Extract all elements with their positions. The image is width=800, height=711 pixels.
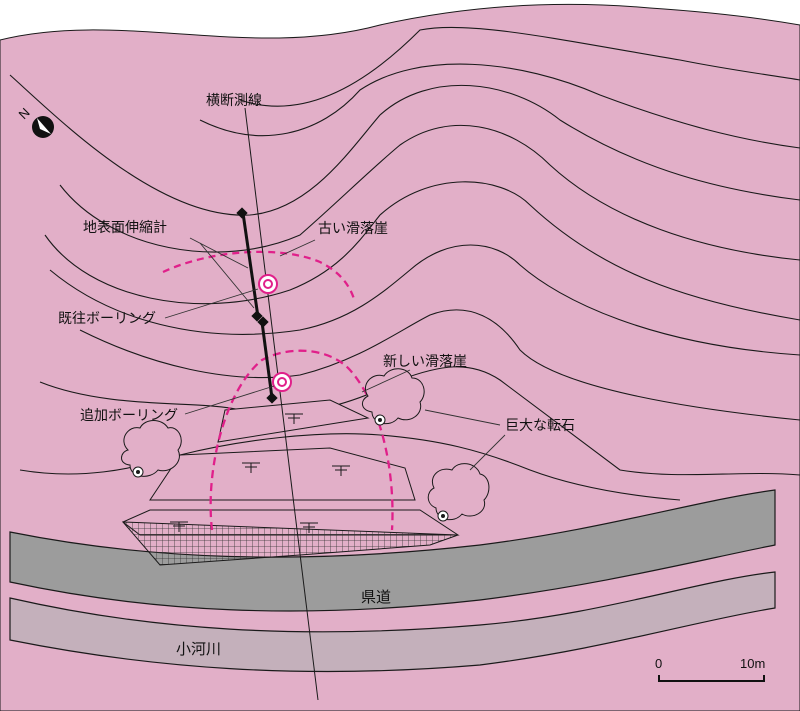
additional-boring-marker xyxy=(272,372,292,392)
old-scarp-line xyxy=(162,250,357,303)
scale-start-label: 0 xyxy=(655,656,662,671)
existing-boring-marker xyxy=(258,274,278,294)
debris-hatched-zone xyxy=(121,521,459,566)
terrace-middle xyxy=(149,447,416,501)
label-new-scarp: 新しい滑落崖 xyxy=(383,353,467,370)
leader-lines xyxy=(164,237,506,471)
level-symbols xyxy=(170,413,350,533)
prefectural-road xyxy=(9,489,776,612)
landslide-terraces xyxy=(121,399,460,566)
extensometers xyxy=(236,207,278,404)
label-cross-section-line: 横断測線 xyxy=(206,93,262,109)
label-existing-boring: 既往ボーリング xyxy=(58,311,156,327)
label-prefectural-road: 県道 xyxy=(361,588,391,606)
boulder-left xyxy=(121,420,182,478)
terrace-upper xyxy=(217,399,370,443)
new-scarp-line xyxy=(209,349,394,531)
label-boulders: 巨大な転石 xyxy=(505,418,575,434)
river xyxy=(9,571,776,673)
scale-end-label: 10m xyxy=(740,656,765,671)
cross-section-line xyxy=(244,107,319,701)
label-additional-boring: 追加ボーリング xyxy=(80,408,178,424)
scale-bar: 0 10m xyxy=(655,656,765,682)
label-extensometer: 地表面伸縮計 xyxy=(83,220,167,236)
label-river: 小河川 xyxy=(176,640,221,658)
boulder-middle xyxy=(362,368,425,426)
boulder-right xyxy=(427,463,490,522)
label-old-scarp: 古い滑落崖 xyxy=(318,220,388,237)
